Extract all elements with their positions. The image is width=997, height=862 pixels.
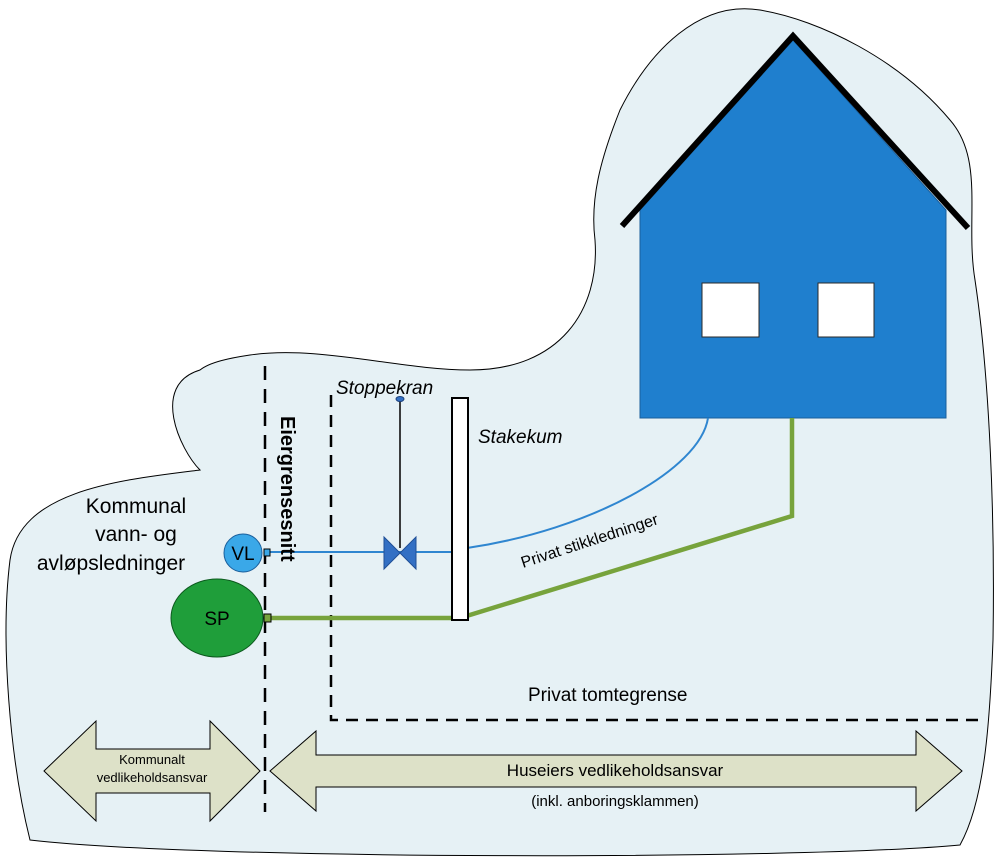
- private-lot-boundary-label: Privat tomtegrense: [528, 685, 687, 706]
- cleanout-chamber: [451, 397, 469, 621]
- stopcock-handle: [395, 396, 405, 402]
- municipal-lines-label-3: avløpsledninger: [37, 552, 185, 575]
- vl-connector: [263, 548, 271, 557]
- homeowner-responsibility-label-1: Huseiers vedlikeholdsansvar: [507, 761, 724, 780]
- water-service-line: [270, 417, 709, 553]
- sp-label: SP: [204, 609, 229, 630]
- homeowner-responsibility-label-2: (inkl. anboringsklammen): [531, 793, 699, 810]
- stopcock-valve-icon: [383, 535, 401, 571]
- sp-connector: [263, 613, 272, 623]
- municipal-lines-label-2: vann- og: [95, 523, 177, 546]
- sewer-service-line: [270, 418, 795, 621]
- sp-main-ellipse: [170, 578, 264, 658]
- vl-main-circle: [223, 533, 263, 573]
- ownership-boundary-label: Eiergrensesnitt: [276, 416, 298, 562]
- municipal-responsibility-label-2: vedlikeholdsansvar: [97, 770, 208, 785]
- homeowner-responsibility-arrow: [269, 729, 963, 813]
- stopcock-label: Stoppekran: [336, 378, 433, 399]
- private-lot-boundary: [329, 395, 980, 722]
- municipal-lines-label-1: Kommunal: [86, 495, 186, 518]
- house-window-right: [817, 282, 875, 338]
- cleanout-label: Stakekum: [478, 427, 562, 448]
- roof: [619, 31, 971, 231]
- house-window-left: [701, 282, 760, 338]
- municipal-responsibility-label-1: Kommunalt: [119, 752, 185, 767]
- vl-label: VL: [231, 544, 254, 565]
- municipal-responsibility-arrow: [43, 719, 261, 823]
- stopcock-valve-icon-right: [399, 535, 417, 571]
